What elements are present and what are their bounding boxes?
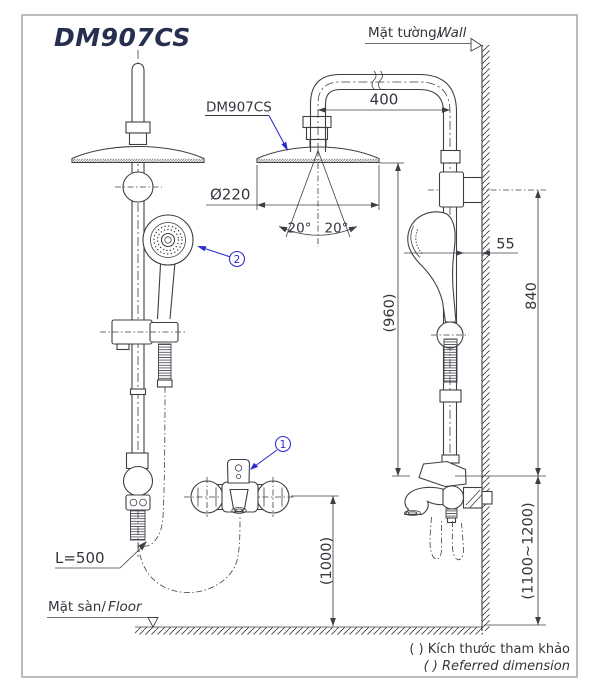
spout-mouth-inner xyxy=(234,508,244,513)
figure-overhead-shower: 20° 20° Ø220 DM907CS 400 xyxy=(205,91,451,247)
callout-1-arrow-icon xyxy=(250,462,259,470)
dim-range: (1100~1200) xyxy=(521,502,537,599)
floor-hatch xyxy=(135,627,483,635)
mixer-hose-loop xyxy=(137,516,241,593)
spray-holes-outer xyxy=(153,225,183,255)
wall-bracket xyxy=(460,176,483,204)
sheet-frame xyxy=(21,14,578,678)
bracket-tab xyxy=(116,343,130,351)
arm-nut xyxy=(302,115,332,129)
dimensions-right: 55 840 (1100~1200) (960) xyxy=(379,162,546,626)
figure-front-column xyxy=(71,50,205,558)
swivel-ball xyxy=(122,465,154,497)
hose-phantom-lines: L=500 xyxy=(55,386,241,593)
wall-nut-hatch xyxy=(465,489,483,508)
page-title: DM907CS xyxy=(54,23,191,52)
hose-loop-side xyxy=(451,520,464,561)
overhead-shower-disc xyxy=(71,145,205,164)
coupling-hole xyxy=(139,498,147,507)
disc-spray-texture xyxy=(73,158,203,163)
bracket-collar xyxy=(438,171,465,208)
hose-length-label: L=500 xyxy=(55,549,105,567)
dim-960: (960) xyxy=(382,294,398,333)
arm-break-marks xyxy=(371,70,383,90)
dim-diameter: Ø220 xyxy=(210,186,250,204)
hose-coil xyxy=(158,343,172,381)
head-connector xyxy=(128,132,148,146)
floor-reference: Mặt sàn/ Floor xyxy=(47,599,483,635)
product-label-arrow-icon xyxy=(281,141,288,151)
top-pipe xyxy=(131,62,145,123)
handle-dot xyxy=(235,473,241,479)
pipe-union xyxy=(129,388,147,396)
arm-inner xyxy=(324,88,445,152)
coupling-hole xyxy=(129,498,138,507)
mixer-lever-side xyxy=(418,460,467,488)
arm-nut xyxy=(305,126,329,141)
pipe-union xyxy=(439,389,462,403)
spray-ray-left xyxy=(285,150,319,238)
angle-left: 20° xyxy=(288,221,312,237)
dim-840: 840 xyxy=(524,282,540,310)
handshower-hose xyxy=(142,386,166,547)
wall-arrow-icon xyxy=(470,37,483,52)
wall-stub xyxy=(481,490,493,505)
arm-outer xyxy=(309,73,458,152)
angle-right: 20° xyxy=(325,221,349,237)
dim-1000: (1000) xyxy=(319,537,335,585)
floor-label-vi: Mặt sàn/ xyxy=(48,599,106,615)
callout-2-number: 2 xyxy=(234,254,241,266)
handshower-face-ring xyxy=(150,222,186,258)
handshower-cap-ring xyxy=(164,236,172,244)
handshower-handle xyxy=(156,264,162,320)
outlet-coil-side xyxy=(445,508,458,519)
product-label-leader xyxy=(268,115,285,144)
spout-side-mouth xyxy=(404,510,421,516)
wall-hatch xyxy=(482,45,490,631)
callout-1-circle xyxy=(274,435,292,453)
callout-2-leader xyxy=(205,248,230,258)
angle-arc xyxy=(278,226,358,236)
figure-front-mixer: 1 (1000) xyxy=(184,435,339,627)
wall-reference: Mặt tường/ Wall xyxy=(365,25,490,631)
floor-label-en: Floor xyxy=(108,599,143,615)
callout-2: 2 xyxy=(197,246,246,268)
hose-coil-side xyxy=(443,338,458,383)
dim-400: 400 xyxy=(370,91,399,109)
handle-dot xyxy=(234,464,243,472)
hose-nut xyxy=(156,379,173,388)
spout-mouth xyxy=(231,507,247,514)
floor-arrow-icon xyxy=(147,617,159,628)
hose-loop-side xyxy=(429,516,442,560)
footnote-en: ( ) Referred dimension xyxy=(424,659,570,674)
wall-label-en: Wall xyxy=(438,25,467,41)
handshower-cap xyxy=(160,232,176,248)
footnotes: ( ) Kích thước tham khảo ( ) Referred di… xyxy=(409,642,570,674)
spray-holes-inner xyxy=(156,228,180,252)
outlet-nut-side xyxy=(446,517,457,524)
outlet-coil xyxy=(130,509,146,541)
head-connector-nut xyxy=(125,121,151,134)
hose-leader xyxy=(119,546,143,569)
wall-label-vi: Mặt tường/ xyxy=(368,25,442,41)
callout-1-leader xyxy=(255,449,278,466)
spray-ray-right xyxy=(317,150,351,238)
callout-1-number: 1 xyxy=(280,439,287,451)
footnote-vi: ( ) Kích thước tham khảo xyxy=(409,642,570,657)
handshower-handle xyxy=(169,261,176,320)
dim-55: 55 xyxy=(496,237,514,253)
product-label: DM907CS xyxy=(206,100,272,116)
callout-2-circle xyxy=(228,250,246,268)
pipe-union xyxy=(440,149,461,164)
dim-55-arrow-icon xyxy=(456,250,464,256)
spout-side-mouth-inner xyxy=(407,511,418,515)
handshower-face-line xyxy=(410,225,421,258)
mixer-body-side xyxy=(439,485,465,510)
callout-2-arrow-icon xyxy=(197,246,207,252)
hose-leader-arrow-icon xyxy=(138,541,147,551)
dim-55-arrow-icon xyxy=(482,250,490,256)
figure-side-view xyxy=(309,70,546,561)
handshower-side xyxy=(407,211,457,323)
